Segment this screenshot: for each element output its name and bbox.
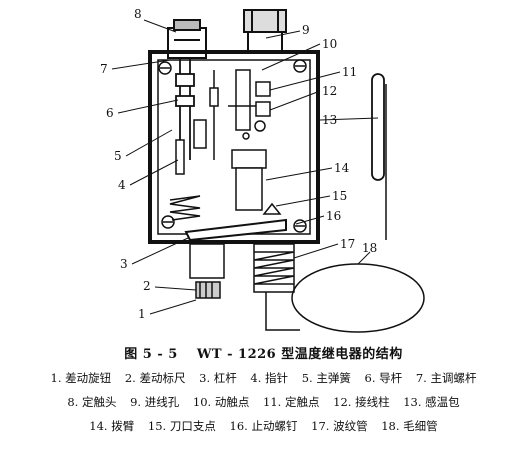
callout-17: 17: [340, 237, 355, 251]
callout-1: 1: [138, 307, 146, 321]
callout-9: 9: [302, 23, 310, 37]
callout-2: 2: [143, 279, 151, 293]
callout-18: 18: [362, 241, 377, 255]
legend-item: 9. 进线孔: [130, 395, 180, 409]
callout-7: 7: [100, 62, 108, 76]
housing-screws: [158, 59, 307, 233]
guide-rod: [209, 70, 219, 160]
legend-item: 13. 感温包: [403, 395, 460, 409]
legend-item: 14. 拨臂: [89, 419, 135, 433]
lever: [184, 218, 287, 242]
legend-item: 16. 止动螺钉: [229, 419, 298, 433]
legend-item: 10. 动触点: [192, 395, 250, 409]
callout-10: 10: [322, 37, 337, 51]
legend-item: 3. 杠杆: [199, 371, 237, 385]
legend-item: 5. 主弹簧: [301, 371, 351, 385]
capillary-tube: [265, 84, 425, 333]
legend-item: 7. 主调螺杆: [415, 371, 477, 385]
callout-13: 13: [322, 113, 337, 127]
legend-item: 8. 定触头: [67, 395, 117, 409]
callout-8: 8: [134, 7, 142, 21]
callout-15: 15: [332, 189, 347, 203]
legend-line-2: 8. 定触头 9. 进线孔 10. 动触点 11. 定触点 12. 接线柱 13…: [0, 394, 527, 410]
dial-arm: [231, 149, 267, 211]
callout-6: 6: [106, 106, 114, 120]
pointer: [175, 119, 207, 175]
legend-item: 12. 接线柱: [333, 395, 390, 409]
legend-item: 6. 导杆: [364, 371, 403, 385]
temperature-bulb: [371, 73, 385, 181]
legend-item: 1. 差动旋钮: [50, 371, 112, 385]
knife-edge-pivot: [262, 202, 282, 215]
legend-line-1: 1. 差动旋钮 2. 差动标尺 3. 杠杆 4. 指针 5. 主弹簧 6. 导杆…: [0, 370, 527, 386]
callout-4: 4: [118, 178, 126, 192]
cable-inlet-fitting: [243, 9, 287, 53]
legend-item: 2. 差动标尺: [124, 371, 186, 385]
callout-numbers: 1 2 3 4 5 6 7 8 9 10 11 12 13 14 15 16 1…: [100, 7, 377, 321]
differential-knob: [189, 243, 225, 299]
legend-item: 11. 定触点: [263, 395, 320, 409]
callout-16: 16: [326, 209, 341, 223]
callout-12: 12: [322, 84, 337, 98]
legend-item: 4. 指针: [250, 371, 289, 385]
callout-14: 14: [334, 161, 350, 175]
contact-assembly: [228, 69, 271, 140]
callout-11: 11: [342, 65, 357, 79]
callout-leaders: [111, 19, 379, 315]
figure-caption: 图 5 - 5 WT - 1226 型温度继电器的结构: [0, 343, 527, 362]
callout-3: 3: [120, 257, 128, 271]
main-spring: [169, 195, 201, 221]
legend-item: 18. 毛细管: [381, 419, 438, 433]
callout-5: 5: [114, 149, 122, 163]
relay-structure-diagram: 1 2 3 4 5 6 7 8 9 10 11 12 13 14 15 16 1…: [100, 7, 425, 333]
figure-number: 图 5 - 5: [124, 347, 178, 362]
legend-item: 15. 刀口支点: [147, 419, 216, 433]
figure-title: WT - 1226 型温度继电器的结构: [196, 347, 403, 362]
legend-item: 17. 波纹管: [311, 419, 368, 433]
legend-line-3: 14. 拨臂 15. 刀口支点 16. 止动螺钉 17. 波纹管 18. 毛细管: [0, 418, 527, 434]
bellows: [253, 243, 295, 293]
